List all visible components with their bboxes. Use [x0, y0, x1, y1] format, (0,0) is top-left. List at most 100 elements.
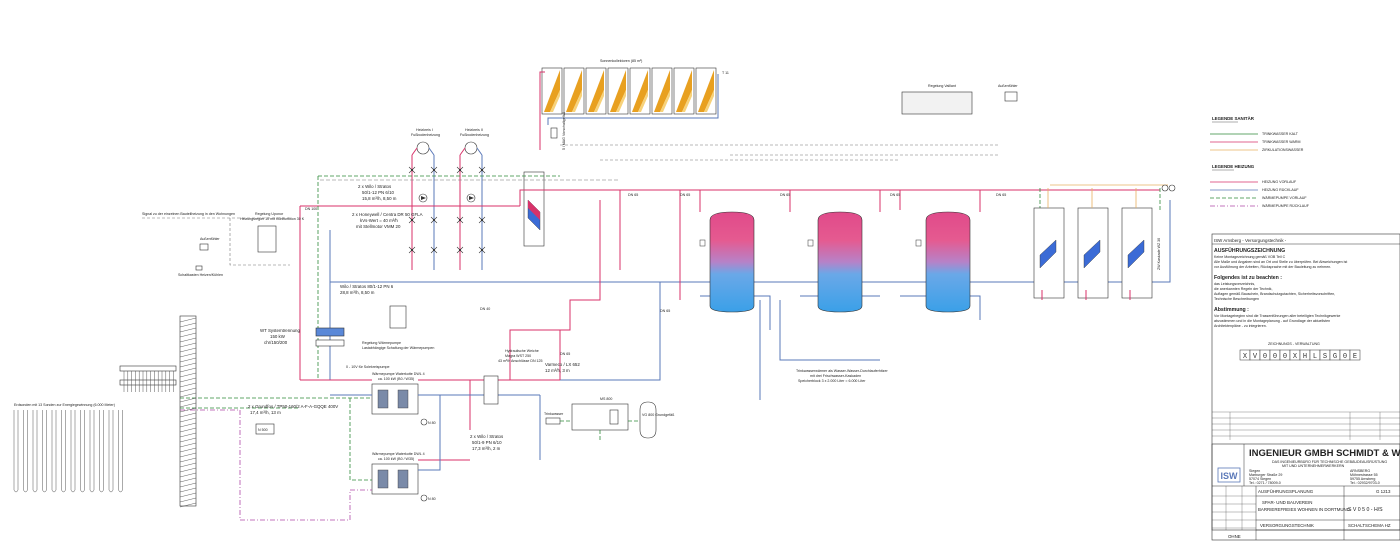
wt-system-line2: 150 kW [270, 334, 286, 339]
notes-header: ISW Arnsberg - Versorgungstechnik - [1214, 238, 1287, 243]
reg-note-line2: Lastabhängige Schaltung der Wärmepumpen [362, 346, 434, 350]
legend-sanitary-item: ZIRKULATIONSWASSER [1262, 148, 1304, 152]
tb-trade: VERSORGUNGSTECHNIK [1260, 523, 1314, 528]
notes-p3: vor Ausführung der Arbeiten, Rücksprache… [1214, 265, 1331, 269]
zv-code-char: 0 [1263, 353, 1267, 361]
n500-label: N 500 [258, 428, 268, 432]
collector-panel [629, 67, 651, 115]
switch-label: Schaltkasten Heizen/Kühlen [178, 273, 223, 277]
dn-label: DN 65 [780, 193, 790, 197]
hydraulic-switch: Hydraulische Weiche Magra WST 250 43 m³/… [483, 349, 543, 405]
valves-group-line3: mit Stellmotor VMM 20 [356, 224, 401, 229]
dn-label: DN 100 [305, 207, 317, 211]
hp2-line1: Wärmepumpe Waterkotte DWL 4 [372, 452, 425, 456]
notes-h3: Abstimmung : [1214, 307, 1249, 313]
storage-tank-2 [817, 211, 863, 313]
fh2-title-1: Heizkreis II [465, 128, 483, 132]
addr-right-1: Möhnestrasse 55 [1350, 473, 1378, 477]
room-controller-line2: Heizungsregler 10 mit Kühlfunktion 30 K [240, 217, 305, 221]
pumps-group-line1: 2 x Wilo / Stratos [358, 184, 392, 189]
geothermal-probe [118, 410, 123, 493]
addr-right-0: ARNSBERG [1350, 469, 1370, 473]
notes-title: AUSFÜHRUNGSZEICHNUNG [1214, 247, 1285, 254]
tb-project1: SPAR- UND BAUVEREIN [1262, 500, 1312, 505]
hp2-line2: ca. 100 kW (B0 / W35) [378, 457, 414, 461]
solar-expansion-vessel: 5 l MAG Vorschaltgefäß [550, 111, 566, 150]
outdoor-sensor-label: Außenfühler [200, 237, 220, 241]
zv-code-char: 0 [1343, 353, 1347, 361]
fh2-title-2: Fußbodenheizung [460, 133, 489, 137]
valves-group-line1: 2 x Honeywell / Centra DR 50 GFLA [352, 212, 423, 217]
solar-heat-exchanger [523, 171, 545, 247]
company-sub2: MIT UND UNTERNEHMERWERKERN [1282, 464, 1345, 468]
wt-system-line3: chr/150/200 [264, 340, 288, 345]
varmeco-line1: Varmeco / LX 652 [545, 362, 580, 367]
dn-label: DN 65 [680, 193, 690, 197]
zv-code-char: E [1353, 353, 1357, 361]
legend-heating-item: WÄRMEPUMPE RÜCKLAUF [1262, 204, 1310, 208]
storage-tank-3 [925, 211, 971, 313]
vaillant-control: Regelung Vaillant Außenfühler [901, 84, 1018, 115]
expansion-vessel-label: 5 l MAG Vorschaltgefäß [562, 111, 566, 150]
dn-label: DN 65 [560, 352, 570, 356]
legend-sanitary-item: TRINKWASSER WARM [1262, 140, 1300, 144]
addr-left-3: Tel.: 0271 / 78009-0 [1249, 481, 1281, 485]
hs-line2: Magra WST 250 [505, 354, 531, 358]
geothermal-probe [23, 410, 28, 493]
hs-line3: 43 m³/h Anschlüsse DN 125 [498, 359, 543, 363]
legend: LEGENDE SANITÄR TRINKWASSER KALT TRINKWA… [1210, 116, 1310, 208]
hp1-line1: Wärmepumpe Waterkotte DWL 4 [372, 372, 425, 376]
addr-left-2: 57074 Siegen [1249, 477, 1271, 481]
geothermal-probe [80, 410, 85, 493]
circ-pump-line1: Wilo / Stratos 80/1-12 PN 6 [340, 284, 394, 289]
legend-sanitary-item: TRINKWASSER KALT [1262, 132, 1299, 136]
hs-line1: Hydraulische Weiche [505, 349, 539, 353]
geothermal-probe [61, 410, 66, 493]
tb-drawing-no: S V 0 5 0 - H/S [1348, 507, 1383, 513]
notes-h2: Folgendes ist zu beachten : [1214, 275, 1282, 281]
zv-code-char: 0 [1273, 353, 1277, 361]
heat-pump-2: Wärmepumpe Waterkotte DWL 4 ca. 100 kW (… [371, 452, 425, 495]
signal-note: Signal zu der einzelnen Bauteilheizung i… [142, 212, 235, 216]
legend-sanitary-title: LEGENDE SANITÄR [1212, 116, 1255, 121]
wilo-lower-line1: 2 x Wilo / Stratos [470, 434, 504, 439]
reg-note-line1: Regelung Wärmepumpe [362, 341, 401, 345]
zv-title: ZEICHNUNGS - VERWALTUNG [1268, 342, 1320, 346]
storage-note-line2: mit drei Frischwasser-Kaskaden [810, 374, 861, 378]
voltage-note: 0 - 10V für Solekreispumpe [346, 365, 390, 369]
isw-logo: ISW [1221, 471, 1239, 481]
probe-label: Erdsonden mit 13 Sonden zur Energiegewin… [14, 403, 115, 407]
vg-label-1: VG 800 Grundgefäß [642, 413, 675, 417]
notes-b2: die anerkannten Regeln der Technik, [1214, 287, 1272, 291]
geothermal-probe [42, 410, 47, 493]
freshwater-stations: ZW Kaskade WZ 30 [1033, 184, 1176, 300]
notes-c2: abzustimmen und in die Montageplanung - … [1214, 319, 1330, 323]
tb-code: G 1213 [1376, 489, 1391, 494]
notes-b3: Auflagen gemäß Bauschein, Brandschutzgut… [1214, 292, 1335, 296]
tb-project2: BARRIEREFREIES WOHNEN IN DORTMUND [1258, 507, 1350, 512]
wilo-lower-line2: 50/1-9 PN 6/10 [472, 440, 502, 445]
wt-system-line1: WT Systemtrennung [260, 328, 300, 333]
grundfos-line2: 17,4 m³/h, 13 m [250, 410, 281, 415]
legend-heating-item: HEIZUNG RÜCKLAUF [1262, 188, 1299, 192]
geothermal-probe [99, 410, 104, 493]
notes-b1: das Leistungsverzeichnis, [1214, 282, 1255, 286]
grundfos-line1: 2 x Grundfos / TP50-160/2 A-F-A-GQQE 400… [248, 404, 338, 409]
ms-label: MS 800 [600, 397, 612, 401]
zv-code-char: L [1313, 353, 1317, 361]
collector-panel [673, 67, 695, 115]
legend-heating-title: LEGENDE HEIZUNG [1212, 164, 1255, 169]
dn-label: DN 65 [660, 309, 670, 313]
addr-left-0: Siegen [1249, 469, 1260, 473]
collector-panel [695, 67, 717, 115]
geothermal-probe [89, 410, 95, 493]
dn-label: DN 65 [890, 193, 900, 197]
zv-code-char: V [1253, 353, 1258, 361]
zv-code-char: S [1323, 353, 1327, 361]
addr-right-3: Tel.: 02932/9703-0 [1350, 481, 1380, 485]
fh1-title-1: Heizkreis I [416, 128, 433, 132]
vessel-n500: N 500 [255, 423, 275, 435]
addr-left-1: Marburger Straße 29 [1249, 473, 1282, 477]
n80-1: N 80 [428, 421, 436, 425]
